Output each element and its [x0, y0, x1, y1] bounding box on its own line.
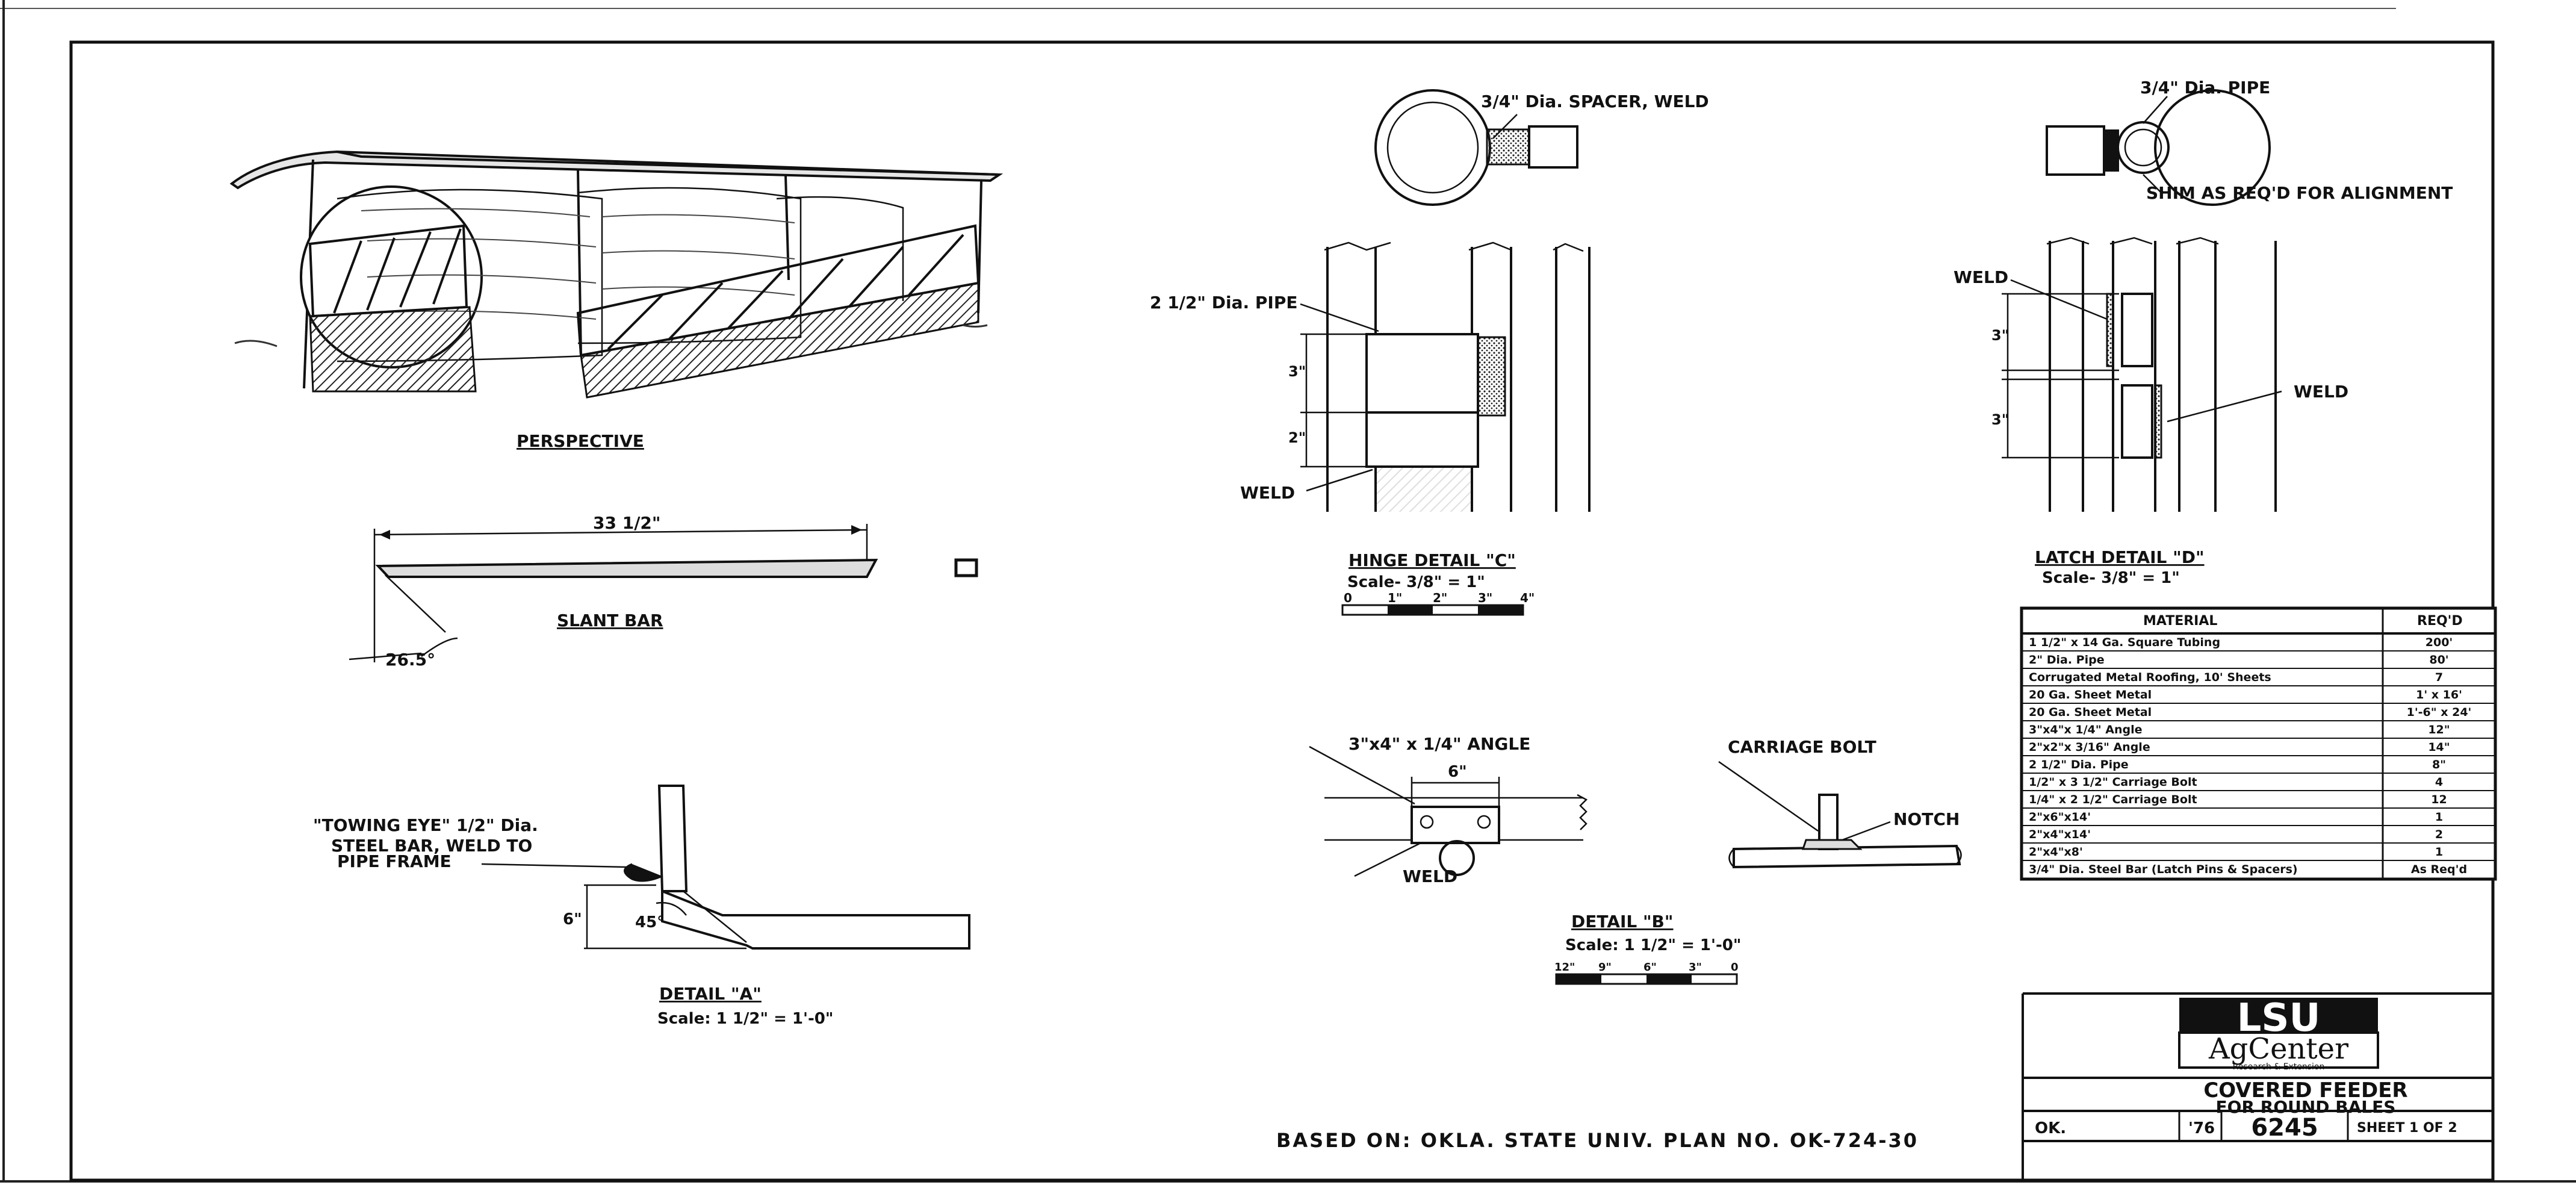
- lsu-logo-text: LSU: [2237, 996, 2321, 1040]
- hinge-pipe-label: 2 1/2" Dia. PIPE: [1150, 293, 1297, 313]
- title-line-1: COVERED FEEDER: [2203, 1078, 2407, 1102]
- material-cell: 3/4" Dia. Steel Bar (Latch Pins & Spacer…: [2029, 863, 2298, 876]
- notch-label: NOTCH: [1893, 809, 1960, 829]
- sheet-number: SHEET 1 OF 2: [2357, 1121, 2457, 1136]
- detail-b-ruler-9: 9": [1598, 961, 1612, 974]
- detail-b-angle: 3"x4" x 1/4" ANGLE: [1349, 734, 1530, 754]
- title-year: '76: [2188, 1119, 2215, 1137]
- reqd-cell: 1: [2435, 845, 2443, 859]
- detail-a-dim-6: 6": [563, 910, 582, 928]
- hinge-c-view: [1300, 241, 1591, 616]
- towing-eye-line-2: STEEL BAR, WELD TO: [331, 836, 532, 856]
- slant-bar-view: [349, 524, 878, 662]
- slant-bar-angle: 26.5°: [385, 650, 435, 670]
- detail-a-title: DETAIL "A": [659, 984, 762, 1004]
- spacer-view: [1374, 89, 1578, 206]
- reqd-cell: 4: [2435, 776, 2443, 789]
- pipe-top-view: [2046, 89, 2271, 206]
- material-cell: Corrugated Metal Roofing, 10' Sheets: [2029, 671, 2271, 684]
- material-cell: 2"x4"x8': [2029, 845, 2083, 859]
- detail-b-weld: WELD: [1403, 866, 1457, 886]
- detail-a-view: [481, 785, 970, 950]
- carriage-bolt-label: CARRIAGE BOLT: [1728, 737, 1876, 757]
- reqd-cell: 200': [2425, 636, 2453, 649]
- reqd-cell: 1' x 16': [2416, 688, 2462, 701]
- hinge-dim-3: 3": [1288, 363, 1306, 380]
- detail-a-scale: Scale: 1 1/2" = 1'-0": [657, 1010, 833, 1028]
- latch-d-view: [2002, 237, 2282, 512]
- hinge-ruler-2: 2": [1433, 591, 1447, 605]
- material-cell: 2"x2"x 3/16" Angle: [2029, 741, 2150, 754]
- material-cell: 1/4" x 2 1/2" Carriage Bolt: [2029, 793, 2197, 806]
- reqd-cell: 14": [2428, 741, 2450, 754]
- hinge-ruler-3: 3": [1478, 591, 1492, 605]
- latch-d-scale: Scale- 3/8" = 1": [2042, 569, 2180, 587]
- reqd-cell: 12": [2428, 723, 2450, 736]
- slant-bar-length: 33 1/2": [593, 513, 661, 533]
- slant-bar-title: SLANT BAR: [557, 611, 663, 630]
- material-cell: 1 1/2" x 14 Ga. Square Tubing: [2029, 636, 2220, 649]
- towing-eye-line-1: "TOWING EYE" 1/2" Dia.: [313, 815, 538, 835]
- material-table: 1 1/2" x 14 Ga. Square Tubing 200' 2" Dia.…: [2020, 606, 2497, 881]
- lsu-logo-block: [2179, 998, 2378, 1034]
- latch-dim-3a: 3": [1991, 327, 2009, 344]
- agcenter-logo-text: AgCenter: [2208, 1032, 2348, 1066]
- plan-number: 6245: [2251, 1114, 2318, 1142]
- detail-b-ruler-6: 6": [1643, 961, 1657, 974]
- latch-d-title: LATCH DETAIL "D": [2035, 547, 2205, 567]
- reqd-header: REQ'D: [2417, 614, 2463, 629]
- hinge-dim-2: 2": [1288, 429, 1306, 446]
- detail-b-ruler-12: 12": [1554, 961, 1575, 974]
- reqd-cell: 1'-6" x 24': [2407, 706, 2472, 719]
- detail-a-angle: 45°: [635, 913, 665, 931]
- latch-dim-3b: 3": [1991, 411, 2009, 428]
- material-cell: 2 1/2" Dia. Pipe: [2029, 758, 2129, 771]
- detail-b-ruler-0: 0: [1731, 961, 1739, 974]
- small-square-mark: [954, 558, 978, 577]
- reqd-cell: 80': [2429, 653, 2448, 667]
- material-cell: 3"x4"x 1/4" Angle: [2029, 723, 2143, 736]
- reqd-cell: As Req'd: [2411, 863, 2467, 876]
- latch-weld-left: WELD: [1954, 267, 2008, 287]
- material-cell: 2" Dia. Pipe: [2029, 653, 2105, 667]
- detail-b-dim-6: 6": [1448, 763, 1467, 781]
- pipe-top-label: 3/4" Dia. PIPE: [2140, 78, 2270, 98]
- hinge-weld-label: WELD: [1240, 483, 1295, 503]
- reqd-cell: 8": [2432, 758, 2446, 771]
- hinge-ruler-1: 1": [1388, 591, 1402, 605]
- detail-b-view: [1309, 745, 1962, 985]
- detail-b-title: DETAIL "B": [1571, 912, 1674, 931]
- agcenter-logo-block: [2178, 1031, 2379, 1069]
- material-header: MATERIAL: [2143, 614, 2217, 629]
- perspective-view: [229, 150, 1004, 399]
- shim-label: SHIM AS REQ'D FOR ALIGNMENT: [2146, 183, 2453, 203]
- latch-weld-right: WELD: [2294, 382, 2348, 402]
- reqd-cell: 12: [2431, 793, 2447, 806]
- based-on-note: BASED ON: OKLA. STATE UNIV. PLAN NO. OK-…: [1276, 1129, 1919, 1152]
- reqd-cell: 7: [2435, 671, 2443, 684]
- detail-b-ruler-3: 3": [1689, 961, 1702, 974]
- spacer-label: 3/4" Dia. SPACER, WELD: [1481, 92, 1709, 111]
- title-state: OK.: [2035, 1119, 2066, 1137]
- agcenter-logo-subtext: Research & Extension: [2233, 1062, 2325, 1072]
- material-cell: 2"x6"x14': [2029, 810, 2091, 824]
- detail-b-scale: Scale: 1 1/2" = 1'-0": [1565, 936, 1741, 954]
- reqd-cell: 1: [2435, 810, 2443, 824]
- hinge-ruler-0: 0: [1344, 591, 1352, 605]
- reqd-cell: 2: [2435, 828, 2443, 841]
- towing-eye-line-3: PIPE FRAME: [337, 851, 452, 871]
- material-cell: 20 Ga. Sheet Metal: [2029, 706, 2152, 719]
- material-cell: 20 Ga. Sheet Metal: [2029, 688, 2152, 701]
- title-line-2: FOR ROUND BALES: [2216, 1097, 2396, 1117]
- perspective-title: PERSPECTIVE: [517, 431, 644, 451]
- hinge-c-title: HINGE DETAIL "C": [1349, 550, 1516, 570]
- material-cell: 1/2" x 3 1/2" Carriage Bolt: [2029, 776, 2197, 789]
- hinge-c-scale: Scale- 3/8" = 1": [1347, 573, 1485, 591]
- title-block: [2022, 992, 2493, 1180]
- material-cell: 2"x4"x14': [2029, 828, 2091, 841]
- hinge-ruler-4: 4": [1520, 591, 1535, 605]
